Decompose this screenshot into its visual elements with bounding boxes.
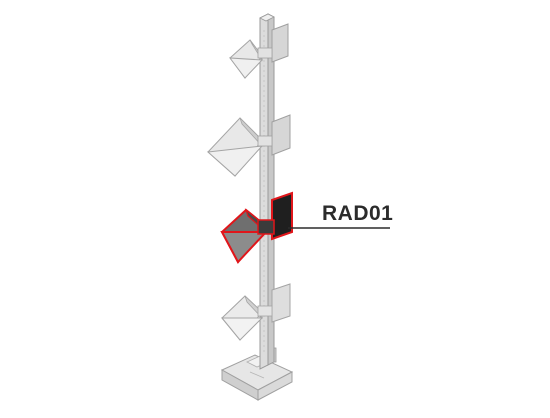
antenna-horn-lower (220, 283, 291, 341)
mast-pole (259, 13, 275, 370)
mast-base (220, 347, 294, 401)
antenna-horn-top (228, 23, 289, 79)
antenna-horn-upper (206, 114, 291, 177)
antenna-horn-rad01[interactable] (220, 191, 293, 264)
callout-label-rad01: RAD01 (322, 202, 394, 225)
